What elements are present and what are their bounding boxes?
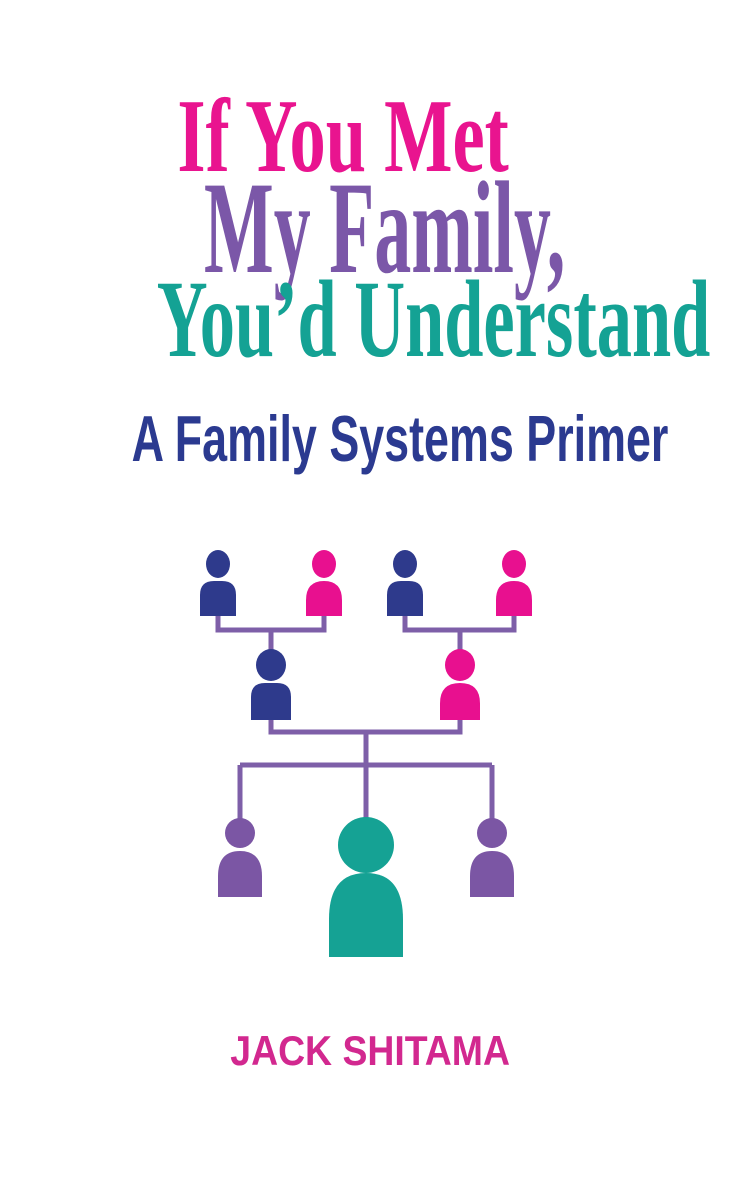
figure-sibling-right (470, 818, 514, 897)
grandfather-paternal-head (206, 550, 230, 578)
subtitle-text: A Family Systems Primer (131, 402, 669, 475)
figure-grandfather-paternal (200, 550, 236, 616)
author-name-text: JACK SHITAMA (230, 1027, 510, 1074)
figure-father (251, 649, 291, 720)
grandmother-maternal-body (496, 581, 532, 616)
sibling-right-body (470, 851, 514, 897)
title-line-3-text: You’d Understand (156, 258, 711, 380)
grandmother-paternal-body (306, 581, 342, 616)
title-line-1-text: If You Met (177, 77, 509, 194)
grandmother-paternal-head (312, 550, 336, 578)
sibling-left-body (218, 851, 262, 897)
figure-sibling-left (218, 818, 262, 897)
sibling-left-head (225, 818, 255, 848)
grandfather-maternal-head (393, 550, 417, 578)
connector-parents-union (268, 712, 463, 735)
grandfather-paternal-body (200, 581, 236, 616)
grandfather-maternal-body (387, 581, 423, 616)
author-name: JACK SHITAMA (0, 1030, 740, 1072)
grandmother-maternal-head (502, 550, 526, 578)
figure-grandfather-maternal (387, 550, 423, 616)
title-line-1: If You Met (0, 83, 740, 188)
title-line-2: My Family, (0, 162, 740, 294)
sibling-right-head (477, 818, 507, 848)
mother-body (440, 683, 480, 720)
title-line-2-text: My Family, (204, 154, 566, 301)
mother-head (445, 649, 475, 681)
title-line-3: You’d Understand (0, 264, 740, 374)
figure-self (329, 817, 403, 957)
self-head (338, 817, 394, 873)
figure-mother (440, 649, 480, 720)
figure-grandmother-paternal (306, 550, 342, 616)
self-body (329, 873, 403, 957)
figure-grandmother-maternal (496, 550, 532, 616)
father-head (256, 649, 286, 681)
father-body (251, 683, 291, 720)
subtitle: A Family Systems Primer (0, 406, 740, 471)
